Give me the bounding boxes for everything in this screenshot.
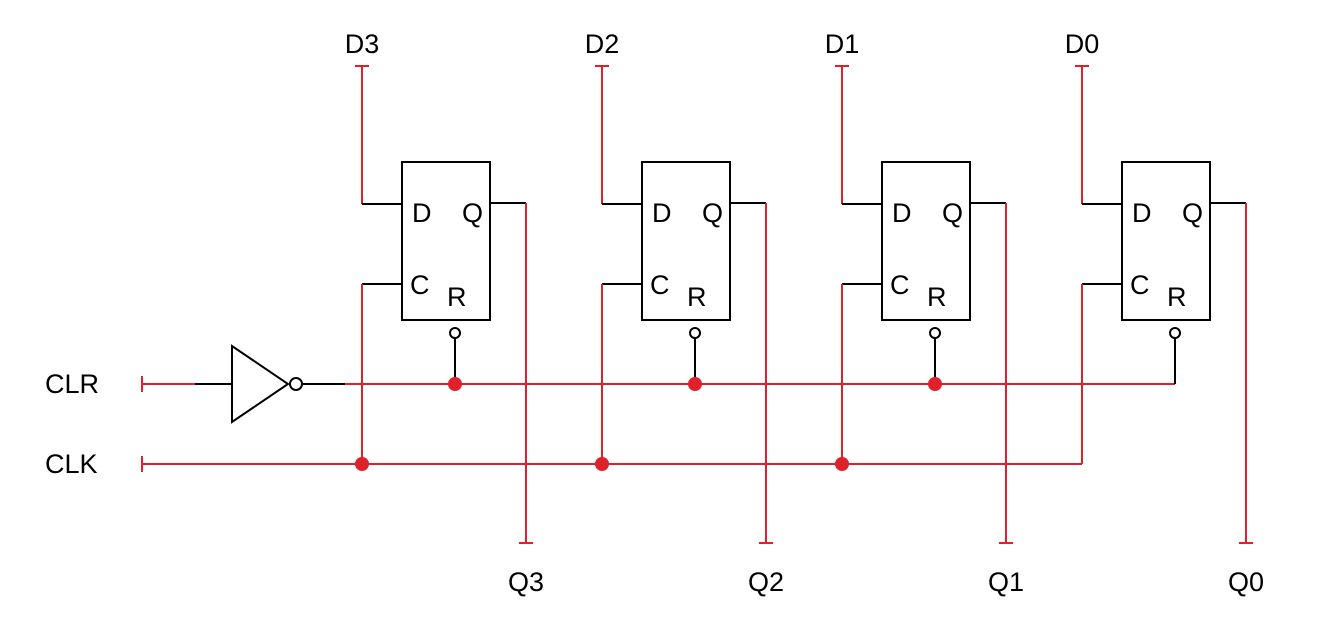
- q-output-label-0: Q3: [508, 567, 544, 597]
- reset-bubble-icon: [929, 327, 941, 339]
- flip-flop-body-3: [1121, 161, 1211, 321]
- flip-flop-body-1: [641, 161, 731, 321]
- pin-q-label-2: Q: [942, 198, 963, 228]
- pin-c-label-2: C: [890, 270, 910, 300]
- flip-flop-body-0: [401, 161, 491, 321]
- d-flip-flop-1: [641, 161, 731, 321]
- pin-d-label-2: D: [892, 198, 912, 228]
- inverter-bubble-icon: [289, 377, 303, 391]
- clr-junction-dot: [448, 377, 462, 391]
- clr-label: CLR: [45, 369, 99, 399]
- d-input-label-3: D0: [1065, 29, 1100, 59]
- pin-r-label-2: R: [927, 282, 947, 312]
- d-flip-flop-3: [1121, 161, 1211, 321]
- q-output-label-2: Q1: [988, 567, 1024, 597]
- clr-junction-dot: [688, 377, 702, 391]
- pin-d-label-3: D: [1132, 198, 1152, 228]
- d-input-label-0: D3: [345, 29, 380, 59]
- reset-bubble-icon: [449, 327, 461, 339]
- q-output-label-3: Q0: [1228, 567, 1264, 597]
- clk-junction-dot: [595, 457, 609, 471]
- flip-flop-body-2: [881, 161, 971, 321]
- d-flip-flop-2: [881, 161, 971, 321]
- reset-bubble-icon: [1169, 327, 1181, 339]
- not-gate-icon: [231, 344, 290, 424]
- pin-d-label-0: D: [412, 198, 432, 228]
- pin-c-label-0: C: [410, 270, 430, 300]
- pin-r-label-0: R: [447, 282, 467, 312]
- clk-label: CLK: [45, 449, 98, 479]
- d-input-label-1: D2: [585, 29, 620, 59]
- pin-r-label-1: R: [687, 282, 707, 312]
- clr-junction-dot: [928, 377, 942, 391]
- pin-c-label-1: C: [650, 270, 670, 300]
- clk-junction-dot: [835, 457, 849, 471]
- pin-c-label-3: C: [1130, 270, 1150, 300]
- d-flip-flop-0: [401, 161, 491, 321]
- clk-junction-dot: [355, 457, 369, 471]
- pin-q-label-1: Q: [702, 198, 723, 228]
- q-output-label-1: Q2: [748, 567, 784, 597]
- d-input-label-2: D1: [825, 29, 860, 59]
- pin-d-label-1: D: [652, 198, 672, 228]
- reset-bubble-icon: [689, 327, 701, 339]
- pin-q-label-3: Q: [1182, 198, 1203, 228]
- pin-r-label-3: R: [1167, 282, 1187, 312]
- pin-q-label-0: Q: [462, 198, 483, 228]
